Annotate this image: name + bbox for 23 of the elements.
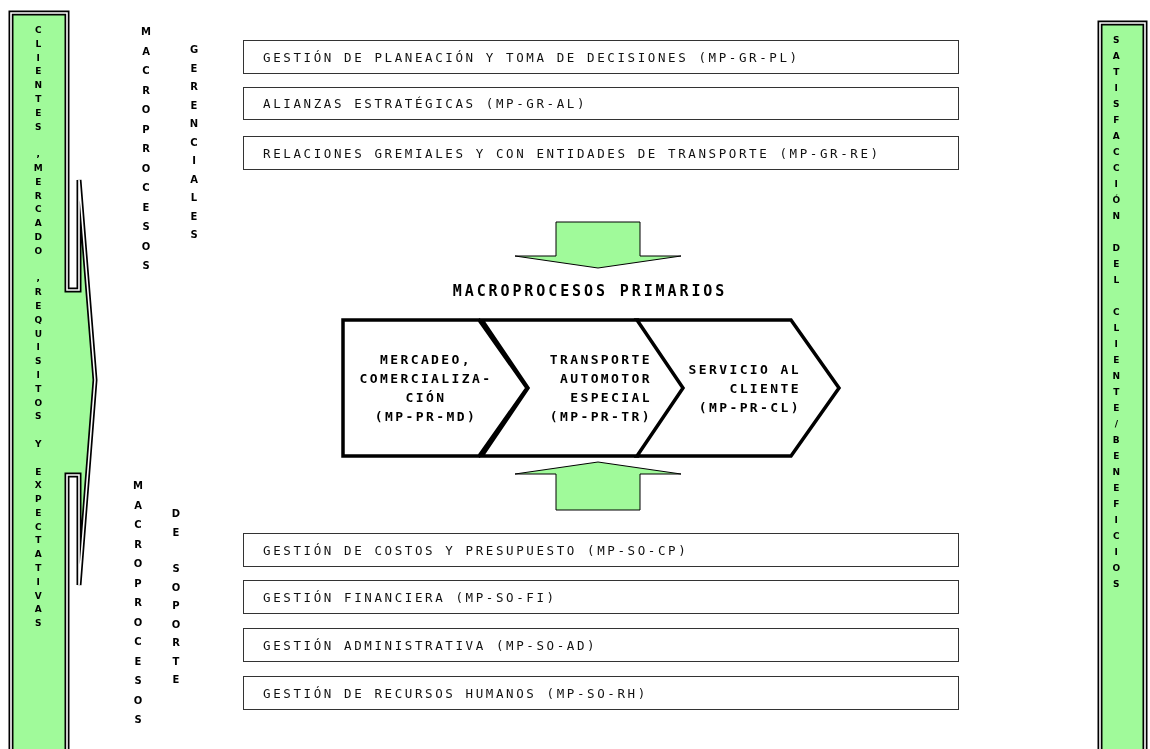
vertical-label: SATISFACCIÓN DEL CLIENTE/BENEFICIOS xyxy=(1111,34,1122,591)
process-label: (MP-PR-TR) xyxy=(548,408,652,426)
process-box: ALIANZAS ESTRATÉGICAS (MP-GR-AL) xyxy=(243,87,959,120)
process-label: (MP-PR-CL) xyxy=(697,398,801,417)
process-label: TRANSPORTE AUTOMOTOR ESPECIAL xyxy=(548,351,652,407)
vertical-label: SOPORTE xyxy=(170,562,182,687)
vertical-label: MACROPROCESOS xyxy=(140,25,152,273)
process-box: GESTIÓN DE COSTOS Y PRESUPUESTO (MP-SO-CP) xyxy=(243,533,959,567)
block-arrow xyxy=(514,461,682,511)
process-box: RELACIONES GREMIALES Y CON ENTIDADES DE TRANSPORTE (MP-GR-RE) xyxy=(243,136,959,170)
vertical-label: MACROPROCESOS xyxy=(132,479,144,727)
block-arrow xyxy=(514,221,682,269)
process-box: GESTIÓN ADMINISTRATIVA (MP-SO-AD) xyxy=(243,628,959,662)
process-box: GESTIÓN DE RECURSOS HUMANOS (MP-SO-RH) xyxy=(243,676,959,710)
vertical-label: DE xyxy=(170,507,182,540)
process-box: GESTIÓN FINANCIERA (MP-SO-FI) xyxy=(243,580,959,614)
vertical-label: GERENCIALES xyxy=(188,43,200,242)
vertical-label: CLIENTES ,MERCADO ,REQUISITOS Y EXPECTATIVAS xyxy=(32,24,44,631)
section-title: MACROPROCESOS PRIMARIOS xyxy=(451,282,729,300)
process-label: SERVICIO AL CLIENTE xyxy=(687,360,801,398)
process-label: (MP-PR-MD) xyxy=(373,408,479,426)
process-label: MERCADEO, COMERCIALIZA- CIÓN xyxy=(358,351,494,407)
process-box: GESTIÓN DE PLANEACIÓN Y TOMA DE DECISIONES (MP-GR-PL) xyxy=(243,40,959,74)
